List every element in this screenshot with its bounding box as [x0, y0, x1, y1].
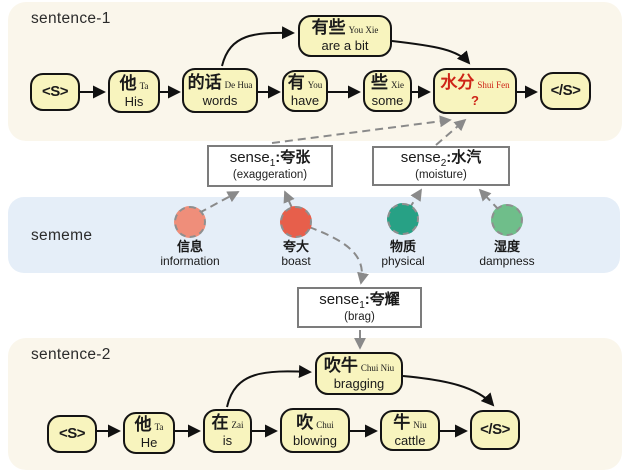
token-gloss: blowing [292, 432, 338, 448]
token-zh: 的话 [187, 72, 222, 92]
token-zh: 他 [119, 73, 137, 93]
token-text: </S> [480, 420, 510, 438]
token-zh: 些 [371, 73, 388, 93]
dashed-sense1-shuifen [271, 115, 452, 144]
token-pinyin: De Hua [224, 79, 253, 90]
sense-zh: :夸张 [275, 149, 311, 167]
token-zh: 牛 [393, 412, 411, 432]
token-zh: 吹 [296, 412, 314, 432]
sememe-label-physical: 物质 physical [353, 239, 453, 269]
sense-index: 1 [359, 299, 365, 311]
token-zh: 他 [134, 415, 152, 435]
token-zh: 有些 [311, 18, 346, 38]
token-s2-end: </S> [470, 410, 520, 450]
token-pinyin: Chui Niu [360, 362, 395, 373]
dashed-kuada-sense1 [283, 190, 295, 209]
token-zh: 水分 [440, 73, 475, 93]
token-gloss: words [202, 92, 238, 108]
sememe-en: information [160, 253, 220, 268]
sense-gloss: (moisture) [415, 169, 467, 182]
token-gloss: bragging [333, 375, 385, 391]
sentence2-label: sentence-2 [31, 346, 111, 363]
token-s2-start: <S> [47, 415, 97, 453]
sememe-circle-information [174, 206, 206, 238]
token-pinyin: Niu [413, 419, 427, 430]
sentence1-label: sentence-1 [31, 10, 111, 27]
token-pinyin: Zai [231, 420, 244, 431]
token-zh: 在 [211, 413, 229, 433]
token-gloss: cattle [394, 432, 426, 448]
sense-zh: :夸耀 [364, 290, 400, 308]
token-gloss: is [222, 433, 233, 449]
sememe-circle-dampness [491, 204, 523, 236]
token-pinyin: Ta [139, 80, 149, 91]
sense-zh: :水汽 [446, 149, 482, 167]
token-pinyin: You Xie [348, 25, 379, 36]
arrow-chuiniu-end [402, 375, 495, 407]
token-zh: 有 [287, 73, 305, 93]
token-text: <S> [41, 82, 69, 100]
sememe-circle-boast [280, 206, 312, 238]
token-zh: 吹牛 [323, 355, 358, 375]
sememe-zh: 湿度 [493, 239, 520, 254]
sense1-brag-box: sense1:夸耀 (brag) [297, 287, 422, 328]
sense-name: sense [319, 290, 360, 308]
sememe-zh: 物质 [389, 239, 416, 254]
sense-name: sense [229, 149, 270, 167]
sememe-en: physical [381, 253, 425, 268]
token-gloss: are a bit [321, 38, 369, 54]
token-text: <S> [58, 424, 86, 442]
token-pinyin: Shui Fen [477, 80, 510, 91]
token-s1-end: </S> [540, 72, 591, 110]
sense-gloss: (exaggeration) [232, 169, 308, 182]
sense-gloss: (brag) [344, 310, 375, 323]
token-gloss: ? [471, 93, 479, 109]
token-pinyin: Chui [316, 419, 334, 430]
sememe-label-dampness: 湿度 dampness [457, 239, 557, 269]
sense-index: 1 [269, 158, 276, 170]
sememe-label-boast: 夸大 boast [246, 239, 346, 269]
token-text: </S> [550, 81, 581, 99]
dashed-sense2-shuifen [435, 118, 467, 146]
arrow-youxie-shuifen [391, 40, 471, 65]
token-gloss: have [290, 93, 320, 109]
sememe-en: dampness [479, 253, 535, 268]
sense1-exaggeration-box: sense1:夸张 (exaggeration) [207, 145, 333, 187]
sememe-en: boast [281, 253, 311, 268]
sememe-zh: 信息 [176, 239, 203, 254]
token-gloss: His [124, 93, 144, 109]
dashed-xinxi-sense1 [198, 191, 240, 214]
arrow-dehua-youxie [221, 26, 295, 67]
sense-name: sense [400, 149, 441, 167]
arrow-zai-chuiniu [226, 365, 312, 408]
token-gloss: He [140, 435, 158, 451]
token-gloss: some [371, 93, 404, 109]
sememe-circle-physical [387, 203, 419, 235]
token-pinyin: Ta [154, 422, 164, 433]
sememe-zh: 夸大 [282, 239, 309, 254]
token-pinyin: You [307, 80, 323, 91]
token-s1-start: <S> [30, 73, 80, 111]
sense2-moisture-box: sense2:水汽 (moisture) [372, 146, 510, 186]
sense-index: 2 [440, 158, 447, 170]
token-pinyin: Xie [391, 80, 404, 91]
sememe-label-information: 信息 information [140, 239, 240, 269]
sememe-label: sememe [31, 227, 93, 244]
